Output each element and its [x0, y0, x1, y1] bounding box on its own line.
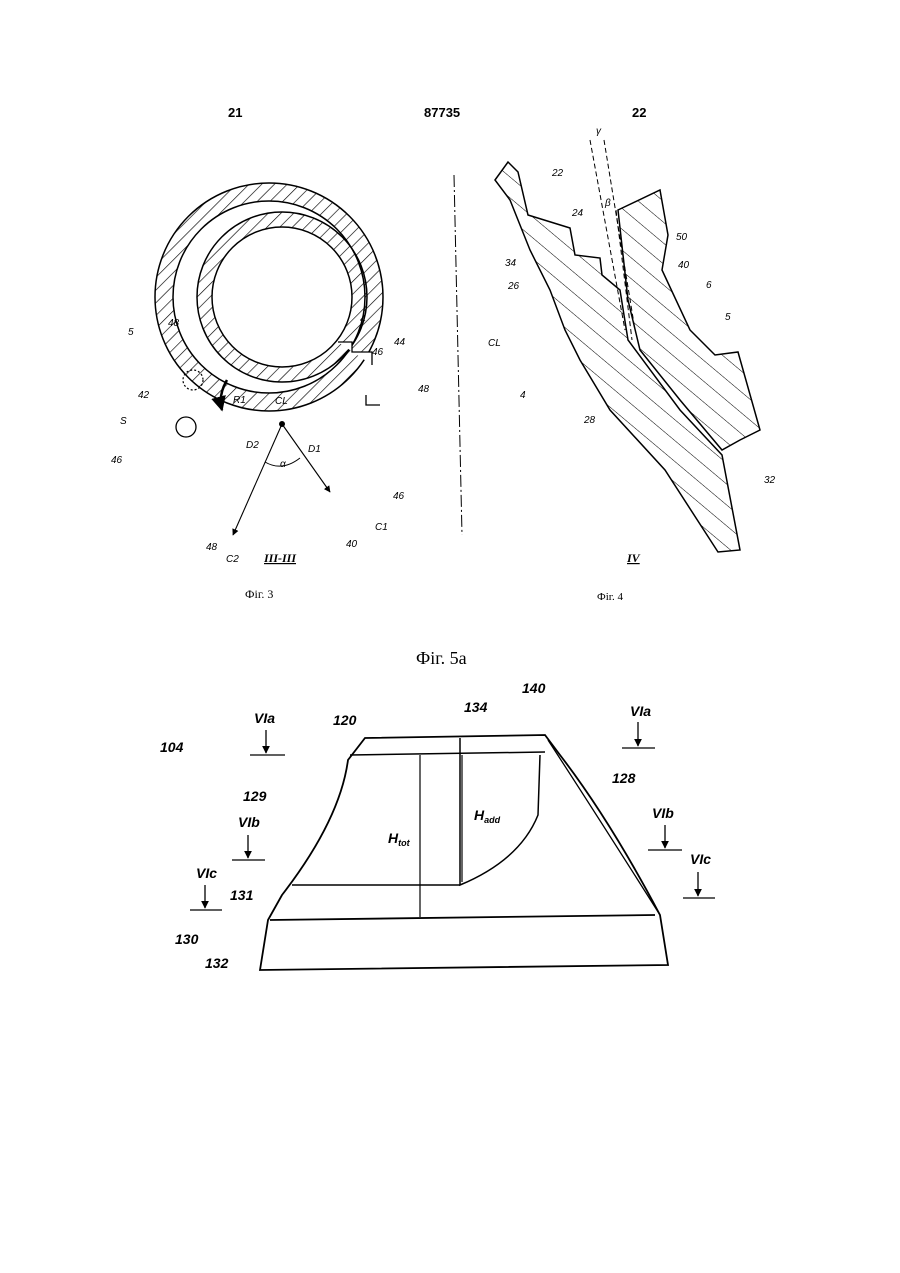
label-131: 131	[230, 887, 254, 903]
label-26: 26	[507, 281, 520, 292]
label-40: 40	[678, 260, 690, 271]
label-32: 32	[764, 475, 776, 486]
label-24: 24	[571, 208, 584, 219]
label-140: 140	[522, 680, 546, 696]
line-top	[350, 752, 545, 755]
label-htot: Htot	[388, 830, 411, 848]
label-alpha: α	[280, 459, 286, 470]
figure-4: γ β 22 24 50 34 40 26 6 5 4 28 32 IV	[495, 126, 776, 565]
label-vic-right: VIc	[690, 851, 711, 867]
body-outline	[260, 735, 668, 970]
inner-ring	[197, 212, 367, 382]
label-132: 132	[205, 955, 229, 971]
center-line	[454, 175, 462, 535]
label-42: 42	[138, 390, 150, 401]
label-134: 134	[464, 699, 488, 715]
label-5: 5	[128, 327, 134, 338]
label-beta: β	[604, 198, 611, 209]
label-48a: 48	[418, 384, 430, 395]
label-28: 28	[583, 415, 596, 426]
figure-4-caption: Фіг. 4	[597, 591, 623, 603]
label-46b: 46	[111, 455, 123, 466]
label-c2: C2	[226, 554, 239, 565]
label-5: 5	[725, 312, 731, 323]
center-line-label: CL	[488, 338, 501, 349]
label-46a: 46	[372, 347, 384, 358]
label-s: S	[120, 416, 127, 427]
label-4: 4	[520, 390, 526, 401]
label-48c: 48	[206, 542, 218, 553]
label-34: 34	[505, 258, 517, 269]
label-50: 50	[676, 232, 688, 243]
d1-line	[282, 424, 330, 492]
line-130	[270, 915, 655, 920]
label-40: 40	[346, 539, 358, 550]
figure-5a-caption: Фіг. 5а	[416, 648, 467, 669]
notch-48	[366, 395, 380, 405]
label-129: 129	[243, 788, 267, 804]
label-hadd: Hadd	[474, 807, 501, 825]
figure-3: 4 46 44 48 48 5 42 S 46 R1 CL D2 D1 α 46…	[111, 183, 430, 565]
label-c1: C1	[375, 522, 388, 533]
label-22: 22	[551, 168, 564, 179]
label-104: 104	[160, 739, 184, 755]
label-44: 44	[394, 337, 406, 348]
label-vib-left: VIb	[238, 814, 260, 830]
label-via-right: VIa	[630, 703, 651, 719]
figure-5a: 140 134 120 VIa VIa 104 128 129 VIb VIb …	[160, 680, 715, 971]
figure-3-caption: Фіг. 3	[245, 587, 273, 602]
ball-s	[176, 417, 196, 437]
label-d1: D1	[308, 444, 321, 455]
line-128	[548, 740, 660, 915]
label-d2: D2	[246, 440, 259, 451]
label-cl: CL	[275, 396, 288, 407]
part-140	[460, 738, 540, 885]
label-120: 120	[333, 712, 357, 728]
label-vib-right: VIb	[652, 805, 674, 821]
label-130: 130	[175, 931, 199, 947]
label-46c: 46	[393, 491, 405, 502]
label-r1: R1	[233, 395, 246, 406]
label-vic-left: VIc	[196, 865, 217, 881]
section-label-4: IV	[626, 551, 641, 565]
label-4: 4	[360, 314, 366, 325]
label-gamma: γ	[596, 126, 602, 137]
label-via-left: VIa	[254, 710, 275, 726]
section-label-3: III-III	[263, 551, 297, 565]
label-48b: 48	[168, 318, 180, 329]
label-128: 128	[612, 770, 636, 786]
label-6: 6	[706, 280, 712, 291]
